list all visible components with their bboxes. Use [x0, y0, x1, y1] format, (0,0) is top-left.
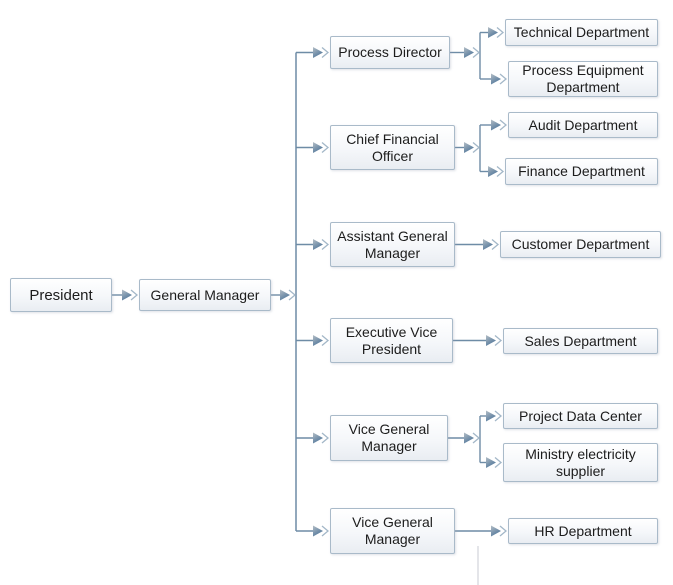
connector-trunk-to-vice-general-manager-1: [296, 432, 330, 444]
arrowhead-icon: [280, 289, 290, 301]
chevron-icon: [494, 335, 503, 346]
chevron-icon: [499, 73, 508, 85]
connector-branch-to-audit-department: [480, 119, 508, 131]
arrowhead-icon: [483, 239, 493, 250]
chevron-icon: [130, 289, 139, 301]
arrowhead-icon: [486, 410, 496, 422]
connector-vice-general-manager-1-to-branch: [448, 432, 481, 444]
org-node-assistant-general-manager: Assistant General Manager: [330, 222, 455, 267]
connector-branch-to-technical-department: [480, 27, 505, 38]
org-node-sales-department: Sales Department: [503, 328, 658, 354]
connector-branch-to-finance-department: [480, 166, 505, 177]
chevron-icon: [321, 239, 330, 250]
chevron-icon: [472, 142, 481, 153]
arrowhead-icon: [464, 432, 474, 444]
connector-branch-to-project-data-center: [480, 410, 503, 422]
chevron-icon: [472, 47, 481, 58]
chevron-icon: [321, 47, 330, 58]
arrowhead-icon: [488, 166, 498, 177]
org-node-hr-department: HR Department: [508, 518, 658, 544]
chevron-icon: [321, 432, 330, 444]
org-node-process-equipment-department: Process Equipment Department: [508, 61, 658, 97]
connector-executive-vice-president-to-sales-department: [453, 335, 503, 346]
connector-trunk-to-vice-general-manager-2: [296, 525, 330, 537]
arrowhead-icon: [491, 525, 501, 537]
arrowhead-icon: [313, 432, 323, 444]
org-node-project-data-center: Project Data Center: [503, 403, 658, 429]
arrowhead-icon: [313, 47, 323, 58]
arrowhead-icon: [313, 239, 323, 250]
arrowhead-icon: [486, 335, 496, 346]
chevron-icon: [321, 525, 330, 537]
connector-trunk-to-executive-vice-president: [296, 335, 330, 346]
chevron-icon: [499, 525, 508, 537]
connector-trunk-to-process-director: [296, 47, 330, 58]
arrowhead-icon: [313, 335, 323, 346]
chevron-icon: [472, 432, 481, 444]
org-node-vice-general-manager-1: Vice General Manager: [330, 415, 448, 461]
arrowhead-icon: [122, 289, 132, 301]
org-node-chief-financial-officer: Chief Financial Officer: [330, 125, 455, 170]
connector-assistant-general-manager-to-customer-department: [455, 239, 500, 250]
org-node-process-director: Process Director: [330, 36, 450, 69]
arrowhead-icon: [491, 119, 501, 131]
chevron-icon: [499, 119, 508, 131]
org-node-vice-general-manager-2: Vice General Manager: [330, 508, 455, 554]
connector-trunk-to-assistant-general-manager: [296, 239, 330, 250]
arrowhead-icon: [464, 142, 474, 153]
org-node-general-manager: General Manager: [139, 279, 271, 311]
chevron-icon: [288, 289, 297, 301]
chevron-icon: [494, 457, 503, 468]
connector-trunk-to-cfo: [296, 142, 330, 153]
connector-process-director-to-branch: [450, 47, 481, 58]
chevron-icon: [321, 335, 330, 346]
org-node-finance-department: Finance Department: [505, 158, 658, 185]
connector-president-to-general-manager: [112, 289, 139, 301]
connector-branch-to-ministry-electricity-supplier: [480, 457, 503, 468]
chevron-icon: [496, 166, 505, 177]
chevron-icon: [491, 239, 500, 250]
arrowhead-icon: [491, 73, 501, 85]
connector-cfo-to-branch: [455, 142, 481, 153]
org-node-executive-vice-president: Executive Vice President: [330, 318, 453, 363]
arrowhead-icon: [313, 525, 323, 537]
org-node-audit-department: Audit Department: [508, 112, 658, 138]
arrowhead-icon: [313, 142, 323, 153]
org-node-president: President: [10, 278, 112, 312]
chevron-icon: [494, 410, 503, 422]
arrowhead-icon: [488, 27, 498, 38]
org-node-customer-department: Customer Department: [500, 231, 661, 258]
connector-vice-general-manager-2-to-hr-department: [455, 525, 508, 537]
chevron-icon: [321, 142, 330, 153]
arrowhead-icon: [486, 457, 496, 468]
connector-general-manager-to-trunk: [271, 289, 297, 301]
chevron-icon: [496, 27, 505, 38]
org-node-technical-department: Technical Department: [505, 19, 658, 46]
org-node-ministry-electricity-supplier: Ministry electricity supplier: [503, 443, 658, 482]
connector-branch-to-process-equipment-department: [480, 73, 508, 85]
arrowhead-icon: [464, 47, 474, 58]
